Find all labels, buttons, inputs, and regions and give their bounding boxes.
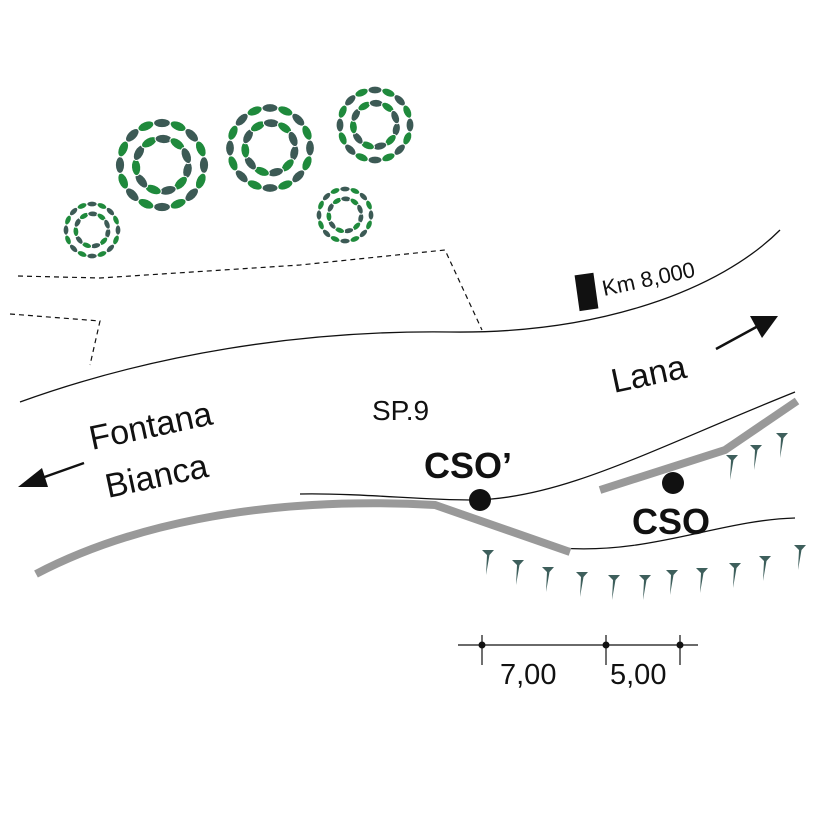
- tree-leaf: [339, 237, 351, 245]
- dashed-boundary-lower: [9, 313, 101, 366]
- tree-leaf: [402, 104, 413, 119]
- tree-leaf: [315, 209, 323, 221]
- tree-icon: [225, 103, 315, 193]
- tree-leaf: [301, 124, 313, 141]
- arrow-right-icon: [715, 316, 778, 351]
- tree-leaf: [86, 200, 98, 208]
- tree-leaf: [305, 139, 315, 157]
- dimension-label-second: 5,00: [610, 659, 666, 691]
- slope-tick: [512, 560, 524, 585]
- tree-leaf: [261, 103, 279, 113]
- slope-tick: [608, 575, 620, 600]
- tree-leaf: [356, 203, 364, 215]
- km-marker-label: Km 8,000: [600, 257, 697, 301]
- tree-leaf: [114, 156, 126, 174]
- tree-leaf: [287, 130, 299, 148]
- slope-tick: [794, 545, 806, 570]
- tree-leaf: [367, 85, 383, 95]
- tree-leaf: [335, 117, 345, 133]
- trees-group: [62, 85, 415, 260]
- tree-leaf: [405, 117, 415, 133]
- dimension-label-first: 7,00: [500, 659, 556, 691]
- point-label-cso-prime: CSO’: [424, 445, 512, 486]
- tree-leaf: [194, 140, 207, 158]
- slope-tick: [759, 556, 771, 581]
- tree-leaf: [225, 139, 235, 157]
- tree-icon: [335, 85, 415, 165]
- tree-leaf: [86, 252, 98, 260]
- guardrail-west: [34, 499, 572, 578]
- road-edge-north-outer: [19, 229, 781, 403]
- tree-leaf: [317, 219, 325, 231]
- point-marker-cso-prime: [469, 489, 491, 511]
- tree-leaf: [64, 234, 72, 246]
- arrow-left-icon: [18, 461, 85, 487]
- tree-leaf: [112, 214, 120, 226]
- slope-tick: [666, 570, 678, 595]
- tree-leaf: [198, 156, 210, 174]
- tree-leaf: [62, 224, 70, 236]
- km-marker-post: [574, 272, 599, 312]
- point-label-cso: CSO: [632, 501, 710, 542]
- slope-ticks: [482, 433, 806, 600]
- tree-icon: [114, 117, 210, 213]
- tree-leaf: [390, 109, 401, 125]
- tree-leaf: [262, 118, 280, 129]
- road-edge-south: [299, 391, 796, 501]
- guardrail-east: [598, 397, 800, 494]
- dimension-line: [458, 635, 698, 665]
- tree-leaf: [180, 147, 193, 165]
- slope-tick: [750, 445, 762, 470]
- slope-tick: [729, 563, 741, 588]
- slope-tick: [776, 433, 788, 458]
- tree-leaf: [367, 155, 383, 165]
- tree-leaf: [103, 218, 111, 230]
- road-name-label: SP.9: [372, 395, 429, 426]
- point-marker-cso: [662, 472, 684, 494]
- tree-leaf: [365, 199, 373, 211]
- tree-leaf: [153, 201, 171, 213]
- tree-icon: [315, 185, 375, 245]
- slope-tick: [542, 567, 554, 592]
- tree-leaf: [349, 235, 361, 243]
- slope-tick: [639, 575, 651, 600]
- tree-leaf: [114, 224, 122, 236]
- dashed-boundary-upper: [17, 249, 483, 331]
- tree-leaf: [154, 133, 173, 145]
- tree-leaf: [76, 202, 88, 210]
- road-edge-south-ditch: [559, 517, 796, 550]
- tree-leaf: [367, 209, 375, 221]
- tree-leaf: [329, 187, 341, 195]
- tree-leaf: [130, 158, 142, 177]
- slope-tick: [696, 568, 708, 593]
- slope-tick: [726, 455, 738, 480]
- tree-leaf: [261, 183, 279, 193]
- slope-tick: [482, 550, 494, 575]
- tree-leaf: [153, 117, 171, 129]
- tree-leaf: [96, 250, 108, 258]
- slope-tick: [576, 572, 588, 597]
- tree-icon: [62, 200, 122, 260]
- direction-label-bianca: Bianca: [102, 447, 212, 506]
- tree-leaf: [368, 98, 384, 108]
- tree-leaf: [339, 185, 351, 193]
- direction-label-lana: Lana: [608, 348, 690, 401]
